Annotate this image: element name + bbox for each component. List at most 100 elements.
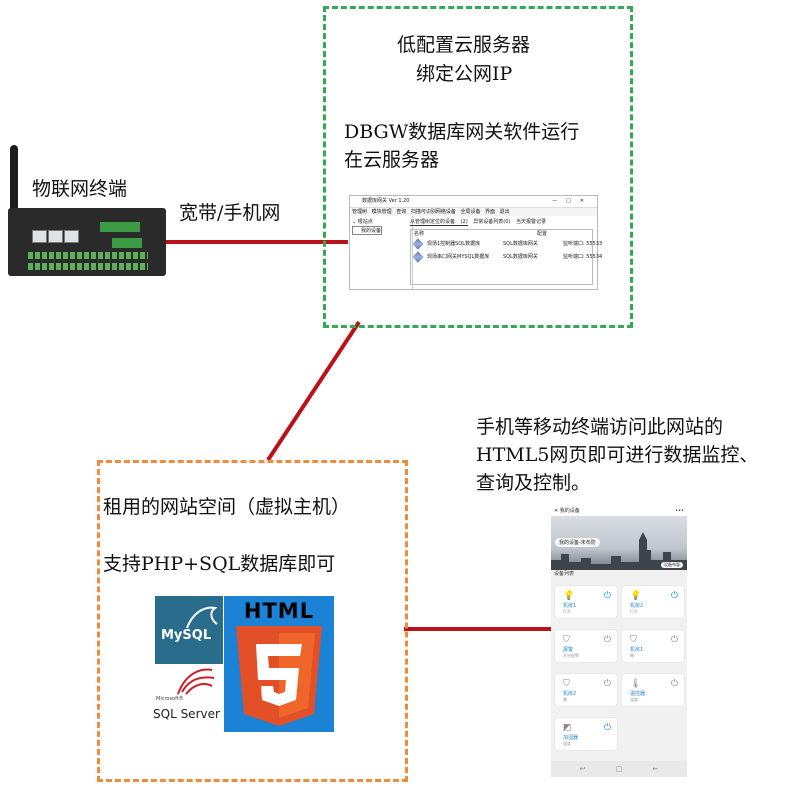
shield-icon: ⛉ (563, 679, 570, 689)
device-name: 温控器 (630, 691, 646, 697)
terminal-block (100, 222, 140, 232)
power-icon[interactable]: ⏻ (603, 591, 611, 601)
device-card[interactable]: ◩ ⏻ 加湿器湿度 (555, 718, 617, 750)
cloud-line-2: 绑定公网IP (416, 63, 513, 85)
power-icon[interactable]: ⏻ (670, 635, 678, 645)
mobile-caption-line-1: 手机等移动终端访问此网站的 (476, 416, 724, 438)
gateway-software-window: 数据库网关 Ver 1.20 —□✕ 管理树 模块管理 查询 扫描可识别网络设备… (349, 195, 602, 290)
power-icon[interactable]: ⏻ (603, 723, 611, 733)
device-manage-badge[interactable]: 设备布管 (661, 562, 683, 568)
management-tree: ⌄ 根站点 我的设备 (350, 216, 413, 289)
back-icon[interactable]: ← (652, 765, 659, 773)
back-gesture-icon[interactable]: ↩ (579, 765, 586, 773)
device-card[interactable]: ⛉ ⏻ 报警开启报警 (555, 630, 617, 662)
power-icon[interactable]: ⏻ (603, 679, 611, 689)
mysql-wordmark: MySQL (161, 628, 212, 643)
sql-server-icon (177, 668, 215, 695)
menu-item[interactable]: 扫描可识别网络设备 (410, 209, 456, 215)
device-status: 温度 (630, 697, 638, 702)
thermometer-icon: 🌡 (630, 679, 642, 689)
antenna (10, 145, 18, 221)
power-icon[interactable]: ⏻ (670, 679, 678, 689)
bulb-icon: 💡 (630, 591, 642, 601)
connector-cloud-to-hosting (266, 320, 361, 462)
menu-item[interactable]: 管理树 (352, 209, 368, 215)
terminal-row (28, 252, 148, 259)
cloud-line-3: DBGW数据库网关软件运行 (344, 121, 580, 143)
window-tabs: 从管理树定位的设备 (2) 异常设备列表(0) 当天报警记录 (410, 218, 595, 226)
device-card[interactable]: 🌡 ⏻ 温控器温度 (622, 674, 684, 706)
close-icon[interactable]: ✕ (554, 508, 559, 514)
device-name: 加湿器 (563, 735, 579, 741)
device-name: 报警 (563, 647, 574, 653)
window-title-bar: 数据库网关 Ver 1.20 —□✕ (350, 196, 597, 208)
tab-devices[interactable]: 从管理树定位的设备 (2) (410, 219, 468, 226)
col-config: 配置 (537, 231, 548, 237)
microsoft-wordmark: Microsoft® (156, 696, 184, 702)
device-status: 开启报警 (563, 653, 579, 658)
html5-shield-icon (236, 626, 322, 726)
table-row[interactable]: 现场1控制器SQL数据库 SQL数据库网关 监听端口: 55533 (411, 238, 602, 251)
home-icon[interactable]: □ (615, 765, 623, 773)
connector-hosting-to-phone (404, 627, 552, 631)
table-row[interactable]: 现场串口网关MYSQL数据库 SQL数据库网关 监听端口: 55534 (411, 251, 602, 264)
device-status: 撤 (563, 697, 567, 702)
connector-device-to-cloud (166, 240, 348, 244)
more-icon[interactable]: ••• (675, 508, 684, 514)
menu-item[interactable]: 全局设备 (460, 209, 481, 215)
security-status-badge[interactable]: 我的设备-未布防 (555, 538, 600, 547)
phone-nav-bar: ↩ □ ← (551, 761, 687, 777)
device-body (8, 208, 166, 276)
col-name: 名称 (414, 231, 425, 237)
power-icon[interactable]: ⏻ (603, 635, 611, 645)
sql-server-wordmark: SQL Server (153, 707, 220, 721)
web-hosting-box (97, 460, 408, 782)
mobile-caption-line-2: HTML5网页即可进行数据监控、 (476, 444, 759, 466)
device-status: 湿度 (563, 741, 571, 746)
dolphin-icon (186, 606, 218, 629)
device-status: 打开 (630, 609, 638, 614)
shield-icon: ⛉ (563, 635, 570, 645)
hosting-line-2: 支持PHP+SQL数据库即可 (103, 553, 336, 575)
device-name: 机房2 (630, 603, 644, 609)
device-status: 打开 (563, 609, 571, 614)
html5-logo: HTML (224, 596, 334, 732)
tree-root[interactable]: ⌄ 根站点 (352, 219, 373, 225)
link-label: 宽带/手机网 (179, 202, 281, 224)
humidifier-icon: ◩ (563, 723, 572, 733)
tab-alarms[interactable]: 当天报警记录 (515, 219, 546, 225)
phone-title: 我的设备 (559, 508, 580, 514)
iot-terminal-label: 物联网终端 (32, 178, 128, 200)
menu-item[interactable]: 模块管理 (371, 209, 392, 215)
device-list-title: 设备列表 (554, 571, 575, 577)
power-icon[interactable]: ⏻ (670, 591, 678, 601)
skyline-icon (551, 532, 687, 570)
device-name: 机房1 (563, 603, 577, 609)
bulb-icon: 💡 (563, 591, 575, 601)
tree-child[interactable]: 我的设备 (352, 226, 383, 235)
terminal-block (112, 238, 142, 248)
tab-abnormal[interactable]: 异常设备列表(0) (473, 219, 511, 225)
cloud-line-1: 低配置云服务器 (397, 34, 531, 56)
table-header: 名称 配置 (411, 230, 592, 238)
ethernet-port (48, 230, 63, 243)
window-title: 数据库网关 Ver 1.20 (362, 198, 410, 204)
gateway-icon (412, 238, 424, 250)
hosting-line-1: 租用的网站空间（虚拟主机） (103, 496, 351, 518)
menu-item[interactable]: 界面 (485, 209, 496, 215)
window-controls[interactable]: —□✕ (552, 198, 593, 204)
phone-header: ✕ 我的设备 ••• (551, 507, 687, 516)
menu-item[interactable]: 退出 (499, 209, 510, 215)
window-menu: 管理树 模块管理 查询 扫描可识别网络设备 全局设备 界面 退出 (350, 208, 597, 216)
cloud-line-4: 在云服务器 (344, 149, 440, 171)
device-name: 机房2 (563, 691, 577, 697)
device-table: 名称 配置 现场1控制器SQL数据库 SQL数据库网关 监听端口: 55533 … (410, 229, 602, 285)
cloud-server-box (323, 6, 633, 328)
menu-item[interactable]: 查询 (396, 209, 407, 215)
device-status: 撤 (630, 653, 634, 658)
